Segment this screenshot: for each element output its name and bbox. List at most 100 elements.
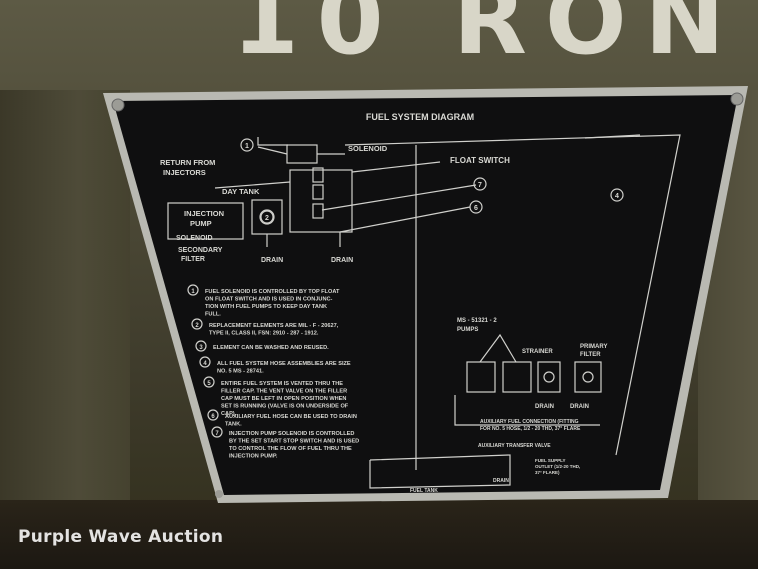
- note-7-line: BY THE SET START STOP SWITCH AND IS USED: [229, 439, 359, 445]
- label-drain-tank: DRAIN: [493, 478, 509, 484]
- callout-1-number: 1: [245, 143, 249, 150]
- note-3-number: 3: [199, 345, 203, 351]
- note-3-marker: [195, 340, 207, 352]
- label-aux-fuel-conn: AUXILIARY FUEL CONNECTION (FITTING: [480, 419, 579, 425]
- note-4-number: 4: [203, 361, 207, 367]
- day-tank-box: [289, 169, 353, 233]
- note-6-line: AUXILIARY FUEL HOSE CAN BE USED TO DRAIN: [225, 414, 357, 420]
- injection-pump-box: [167, 202, 244, 240]
- note-7-line: TO CONTROL THE FLOW OF FUEL THRU THE: [229, 446, 352, 452]
- stencil-lettering: 10 RON: [232, 0, 743, 76]
- note-4-line: NO. 5 MS - 28741.: [217, 369, 264, 375]
- label-aux-transfer-valve: AUXILIARY TRANSFER VALVE: [478, 443, 551, 449]
- note-1-line: FULL.: [205, 312, 221, 318]
- rivet-top-right: [730, 92, 744, 106]
- label-return-from: RETURN FROM: [160, 158, 215, 167]
- arrow-line: [584, 134, 641, 139]
- primary-filter-box: [574, 361, 602, 393]
- label-secondary: SECONDARY: [178, 247, 223, 254]
- note-7-number: 7: [215, 431, 219, 437]
- primary-circle: [582, 371, 594, 383]
- pumps-leader: [479, 333, 517, 363]
- note-5-number: 5: [207, 381, 211, 387]
- label-primary-filter: FILTER: [580, 352, 601, 358]
- fuel-tank-outline: [369, 454, 511, 489]
- note-1-line: FUEL SOLENOID IS CONTROLLED BY TOP FLOAT: [205, 289, 340, 295]
- label-drain-left: DRAIN: [261, 257, 283, 264]
- callout-6-number: 6: [474, 205, 478, 212]
- callout-1-leader: [257, 146, 288, 155]
- callout-4-number: 4: [615, 193, 619, 200]
- note-4-line: ALL FUEL SYSTEM HOSE ASSEMBLIES ARE SIZE: [217, 361, 351, 367]
- float-switch-leader: [351, 161, 441, 173]
- label-drain-b: DRAIN: [570, 404, 589, 410]
- return-line: [214, 181, 291, 189]
- note-7-marker: [211, 426, 223, 438]
- note-4-marker: [199, 356, 211, 368]
- notes-list: 1 FUEL SOLENOID IS CONTROLLED BY TOP FLOA…: [187, 284, 359, 460]
- diagram-left-labels: SOLENOID FLOAT SWITCH RETURN FROM INJECT…: [160, 144, 510, 264]
- callout-6-leader: [339, 206, 471, 233]
- pump-2: [502, 361, 532, 393]
- callout-7-number: 7: [478, 182, 482, 189]
- rivet-bottom-left: [215, 490, 223, 498]
- label-float-switch: FLOAT SWITCH: [450, 156, 510, 165]
- strainer-circle: [543, 371, 555, 383]
- float-2: [312, 184, 324, 200]
- pump-1: [466, 361, 496, 393]
- note-7-line: INJECTION PUMP SOLENOID IS CONTROLLED: [229, 431, 354, 437]
- plate-background: [113, 95, 738, 495]
- note-2-line: TYPE II, CLASS II, FSN: 2910 - 287 - 191…: [209, 331, 319, 337]
- note-3-line: ELEMENT CAN BE WASHED AND REUSED.: [213, 345, 329, 351]
- label-solenoid: SOLENOID: [348, 144, 388, 153]
- label-fuel-supply-2: OUTLET (1/2-20 THD,: [535, 464, 580, 469]
- plate-title: FUEL SYSTEM DIAGRAM: [366, 112, 474, 122]
- callouts: 1 2 7 6 4: [240, 138, 624, 224]
- label-fuel-tank: FUEL TANK: [410, 488, 438, 494]
- strainer-box: [537, 361, 561, 393]
- rivet-top-left: [111, 98, 125, 112]
- float-1: [312, 167, 324, 183]
- engine-bay-bottom: [0, 500, 758, 569]
- label-pumps-part: MS - 51321 - 2: [457, 318, 497, 324]
- watermark-text: Purple Wave Auction: [18, 527, 224, 547]
- note-7-line: INJECTION PUMP.: [229, 454, 278, 460]
- return-loop: [344, 134, 681, 456]
- label-injectors: INJECTORS: [163, 168, 206, 177]
- callout-2: [260, 210, 274, 224]
- callout-7: [473, 177, 487, 191]
- label-solenoid-left: SOLENOID: [176, 235, 213, 242]
- note-1-line: TION WITH FUEL PUMPS TO KEEP DAY TANK: [205, 304, 327, 310]
- label-pump: PUMP: [190, 219, 212, 228]
- label-injection: INJECTION: [184, 209, 224, 218]
- label-fuel-supply: FUEL SUPPLY: [535, 458, 566, 463]
- note-5-line: FILLER CAP. THE VENT VALVE ON THE FILLER: [221, 389, 347, 395]
- note-6-marker: [207, 409, 219, 421]
- label-pumps: PUMPS: [457, 327, 478, 333]
- label-filter: FILTER: [181, 256, 205, 263]
- note-1-marker: [187, 284, 199, 296]
- note-5-line: CAP MUST BE LEFT IN OPEN POSITION WHEN: [221, 396, 346, 402]
- label-strainer: STRAINER: [522, 349, 553, 355]
- note-5-line: SET IS RUNNING (VALVE IS ON UNDERSIDE OF: [221, 404, 349, 410]
- note-1-line: ON FLOAT SWITCH AND IS USED IN CONJUNC-: [205, 297, 333, 303]
- aux-line: [454, 395, 600, 426]
- label-aux-fuel-conn-2: FOR NO. 5 HOSE, 1/2 - 20 THD, 37° FLARE: [480, 426, 581, 432]
- callout-6: [469, 200, 483, 214]
- label-drain-center: DRAIN: [331, 257, 353, 264]
- diagram-left: [167, 134, 681, 470]
- note-2-marker: [191, 318, 203, 330]
- callout-7-leader: [321, 184, 477, 211]
- note-5-line: CAP).: [221, 411, 237, 417]
- diagram-right: MS - 51321 - 2 PUMPS STRAINER PRIMARY FI…: [369, 318, 607, 494]
- supply-top: [257, 137, 288, 146]
- callout-1: [240, 138, 254, 152]
- label-drain-a: DRAIN: [535, 404, 554, 410]
- label-fuel-supply-3: 37° FLARE): [535, 470, 560, 475]
- note-2-line: REPLACEMENT ELEMENTS ARE MIL - F - 20627…: [209, 323, 339, 329]
- label-primary: PRIMARY: [580, 344, 607, 350]
- note-1-number: 1: [191, 289, 195, 295]
- note-2-number: 2: [195, 323, 199, 329]
